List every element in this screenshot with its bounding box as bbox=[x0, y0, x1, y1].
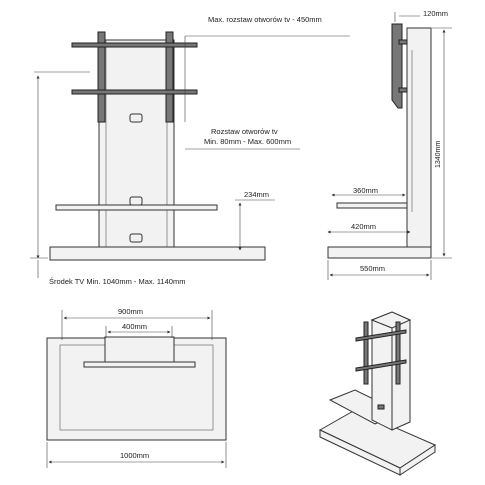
iso-rail-top bbox=[355, 329, 407, 342]
side-arm-top bbox=[398, 39, 408, 45]
inner-width-label: 400mm bbox=[122, 322, 147, 331]
front-rail-bottom bbox=[71, 89, 198, 95]
isometric-view bbox=[318, 311, 437, 476]
front-knob-top bbox=[129, 113, 143, 123]
vesa-max-label: Max. rozstaw otworów tv - 450mm bbox=[208, 15, 322, 24]
iso-base-side bbox=[399, 444, 436, 476]
front-bracket-right bbox=[165, 31, 174, 123]
mid-depth-label: 420mm bbox=[351, 222, 376, 231]
outer-width-label: 900mm bbox=[118, 307, 143, 316]
iso-rail-bottom bbox=[355, 359, 407, 372]
top-shelf bbox=[83, 361, 196, 368]
side-glass-shelf bbox=[336, 202, 408, 209]
side-arm-bottom bbox=[398, 87, 408, 93]
side-column bbox=[406, 27, 432, 248]
height-label: 1340mm bbox=[435, 141, 442, 168]
front-base bbox=[49, 246, 266, 261]
base-depth-label: 550mm bbox=[360, 264, 385, 273]
depth-top-label: 120mm bbox=[423, 9, 448, 18]
side-base bbox=[327, 246, 432, 259]
front-column bbox=[98, 39, 175, 248]
shelf-height-label: 234mm bbox=[244, 190, 269, 199]
front-knob-bottom bbox=[129, 233, 143, 243]
tv-center-label: Środek TV Min. 1040mm - Max. 1140mm bbox=[49, 277, 185, 286]
tv-spacing-label-2: Min. 80mm - Max. 600mm bbox=[204, 137, 291, 146]
side-view: 120mm 1340mm 360mm 420mm 550mm bbox=[327, 9, 452, 280]
shelf-depth-label: 360mm bbox=[353, 186, 378, 195]
front-bracket-left bbox=[97, 31, 106, 123]
iso-bracket-right bbox=[395, 321, 401, 385]
iso-knob bbox=[377, 404, 385, 410]
top-column bbox=[104, 336, 175, 365]
front-knob-mid bbox=[129, 196, 143, 206]
front-glass-shelf bbox=[55, 204, 218, 211]
side-bracket bbox=[391, 23, 403, 109]
front-rail-top bbox=[71, 42, 198, 48]
tv-spacing-label-1: Rozstaw otworów tv bbox=[211, 127, 278, 136]
base-width-label: 1000mm bbox=[120, 451, 149, 460]
front-view: Max. rozstaw otworów tv - 450mm Rozstaw … bbox=[30, 15, 350, 286]
top-view: 900mm 400mm 1000mm bbox=[46, 307, 227, 468]
iso-bracket-left bbox=[363, 321, 369, 385]
